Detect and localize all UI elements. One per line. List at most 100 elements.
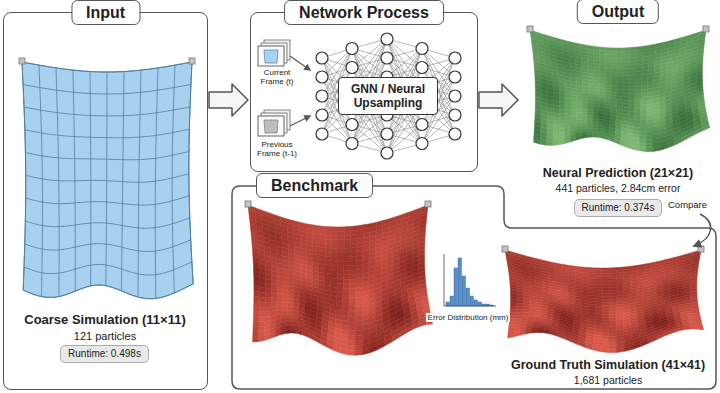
predicted-cloth: [618, 48, 624, 52]
benchmark-cloth: [280, 330, 286, 335]
predicted-cloth: [571, 106, 577, 110]
predicted-cloth: [547, 137, 553, 142]
predicted-cloth: [617, 82, 623, 86]
coarse-cloth: [24, 262, 192, 275]
benchmark-cloth: [338, 227, 344, 231]
benchmark-cloth: [331, 257, 337, 262]
coarse-cloth: [138, 70, 141, 297]
predicted-cloth: [582, 103, 588, 106]
benchmark-cloth: [265, 302, 271, 307]
benchmark-cloth: [344, 226, 350, 231]
benchmark-cloth: [338, 244, 344, 248]
predicted-cloth: [618, 58, 624, 62]
benchmark-cloth: [266, 288, 272, 293]
benchmark-cloth: [344, 270, 350, 275]
ground-truth-cloth: [533, 323, 540, 326]
benchmark-cloth: [337, 279, 343, 284]
benchmark-cloth: [413, 322, 420, 329]
predicted-cloth: [646, 135, 653, 139]
predicted-cloth: [612, 75, 618, 79]
predicted-cloth: [559, 113, 565, 117]
benchmark-cloth: [343, 275, 349, 280]
predicted-cloth: [703, 26, 709, 32]
ground-truth-cloth: [563, 336, 571, 341]
predicted-cloth: [587, 119, 593, 122]
predicted-cloth: [640, 124, 646, 128]
coarse-cloth: [22, 62, 192, 72]
ground-truth-cloth: [550, 332, 557, 336]
predicted-cloth: [635, 82, 641, 86]
benchmark-cloth: [349, 316, 356, 321]
benchmark-cloth: [344, 257, 350, 262]
benchmark-cloth: [259, 316, 265, 321]
benchmark-cloth: [338, 248, 344, 252]
predicted-cloth: [559, 102, 565, 106]
benchmark-cloth: [338, 240, 344, 244]
benchmark-cloth: [349, 293, 355, 298]
predicted-cloth: [618, 62, 624, 66]
predicted-cloth: [582, 106, 588, 109]
benchmark-cloth: [296, 330, 302, 335]
benchmark-cloth: [349, 288, 355, 293]
benchmark-cloth: [325, 235, 331, 240]
benchmark-cloth: [260, 302, 266, 307]
predicted-cloth: [588, 112, 594, 115]
predicted-cloth: [618, 72, 624, 76]
benchmark-cloth: [338, 253, 344, 257]
predicted-cloth: [667, 141, 674, 148]
ground-truth-cloth: [593, 347, 601, 352]
predicted-cloth: [640, 127, 646, 131]
benchmark-cloth: [277, 285, 283, 290]
benchmark-cloth: [350, 274, 356, 279]
predicted-cloth: [695, 127, 703, 134]
predicted-cloth: [624, 69, 630, 73]
benchmark-cloth: [260, 297, 266, 302]
predicted-cloth: [587, 125, 593, 128]
predicted-cloth: [646, 127, 653, 131]
predicted-cloth: [660, 144, 667, 150]
benchmark-cloth: [286, 322, 292, 326]
ground-truth-cloth: [510, 306, 516, 310]
benchmark-cloth: [271, 289, 277, 294]
benchmark-cloth: [245, 201, 433, 355]
predicted-cloth: [553, 117, 559, 121]
predicted-cloth: [618, 51, 624, 55]
predicted-cloth: [624, 72, 630, 76]
benchmark-cloth: [348, 340, 355, 345]
benchmark-cloth: [385, 337, 393, 346]
benchmark-cloth: [291, 329, 297, 333]
predicted-cloth: [612, 51, 618, 55]
predicted-cloth: [534, 138, 541, 144]
predicted-cloth: [571, 102, 577, 106]
coarse-cloth: [39, 65, 43, 297]
benchmark-cloth: [344, 235, 350, 240]
predicted-cloth: [587, 134, 593, 137]
ground-truth-cloth: [543, 330, 550, 333]
ground-truth-cloth: [531, 330, 538, 333]
benchmark-cloth: [348, 335, 355, 340]
ground-truth-cloth: [556, 333, 563, 338]
benchmark-cloth: [348, 326, 355, 331]
coarse-cloth: [25, 240, 191, 252]
predicted-cloth: [614, 139, 620, 145]
benchmark-cloth: [333, 346, 340, 353]
predicted-cloth: [702, 125, 709, 131]
ground-truth-cloth: [596, 287, 603, 290]
benchmark-cloth: [314, 336, 321, 343]
predicted-cloth: [606, 61, 612, 65]
benchmark-cloth: [259, 312, 265, 317]
ground-truth-cloth: [523, 309, 529, 312]
benchmark-cloth: [265, 311, 271, 316]
ground-truth-cloth: [514, 332, 520, 336]
benchmark-cloth: [337, 274, 343, 279]
ground-truth-cloth: [534, 318, 541, 321]
predicted-cloth: [636, 79, 642, 83]
predicted-cloth: [527, 26, 533, 32]
coarse-cloth: [189, 62, 193, 284]
predicted-cloth: [565, 138, 571, 143]
predicted-cloth: [640, 116, 646, 120]
benchmark-cloth: [355, 350, 362, 356]
predicted-cloth: [641, 104, 647, 108]
ground-truth-cloth: [528, 315, 535, 318]
predicted-cloth: [630, 75, 636, 79]
